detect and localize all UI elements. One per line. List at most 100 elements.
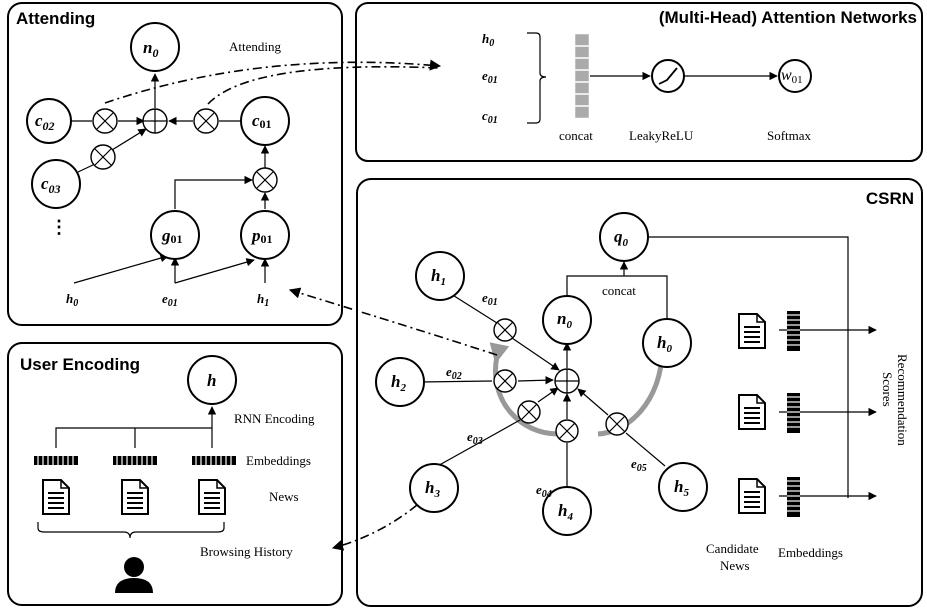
csrn-diagram: h1 h2 h3 h4 h5 n0 h0 q0 concat e01 e02 e… (375, 212, 910, 573)
csrn-embeddings-label: Embeddings (778, 545, 843, 560)
node-p01 (240, 210, 290, 260)
document-icon (738, 394, 766, 430)
label-e01: e01 (162, 291, 178, 309)
document-icon (198, 479, 226, 515)
node-h1 (415, 251, 465, 301)
attention-diagram: h0 e01 c01 w01 concat LeakyReLU Softmax (482, 31, 812, 143)
embedding-bar-icon (112, 455, 158, 466)
label-w01: w01 (781, 67, 803, 86)
label-c03: c03 (41, 174, 61, 196)
node-n0 (542, 295, 592, 345)
label-h4: h4 (558, 501, 573, 523)
csrn-title: CSRN (866, 189, 914, 208)
node-h0 (642, 318, 692, 368)
label-h5: h5 (674, 477, 689, 499)
attn-label-c01: c01 (482, 108, 498, 126)
node-h3 (409, 463, 459, 513)
attn-label-h0: h0 (482, 31, 494, 49)
browsing-history-label: Browsing History (200, 544, 293, 559)
label-e03: e03 (467, 429, 483, 447)
node-w01 (778, 59, 812, 93)
dashed-arrow-to-attending (288, 287, 498, 356)
user-encoding-diagram: h RNN Encoding Embeddings News Browsing … (33, 355, 315, 593)
gray-arc-left (489, 342, 561, 437)
label-h0: h0 (657, 333, 672, 355)
vertical-dots: ⋮ (50, 217, 68, 237)
document-icon (42, 479, 70, 515)
node-c03 (31, 159, 81, 209)
node-c02 (26, 98, 72, 144)
embedding-bar-icon (191, 455, 237, 466)
circle-times-icon (193, 108, 219, 134)
user-icon (115, 557, 153, 593)
attending-label: Attending (229, 39, 281, 54)
document-icon (738, 478, 766, 514)
node-h (187, 355, 237, 405)
news-label: News (269, 489, 299, 504)
circle-times-icon (90, 144, 116, 170)
attention-networks-panel (355, 2, 923, 162)
node-h4 (542, 486, 592, 536)
embedding-bar-icon (786, 310, 801, 352)
label-e01: e01 (482, 290, 498, 308)
circle-times-icon (493, 318, 517, 342)
dashed-arrow-to-attention (104, 59, 442, 104)
circle-times-icon (605, 412, 629, 436)
node-n0 (130, 22, 180, 72)
label-c02: c02 (35, 111, 55, 133)
label-h0: h0 (66, 291, 78, 309)
circle-plus-icon (142, 108, 168, 134)
label-h1: h1 (257, 291, 269, 309)
attending-title: Attending (16, 9, 95, 28)
label-q0: q0 (614, 227, 629, 249)
csrn-panel (356, 178, 923, 607)
circle-times-icon (252, 167, 278, 193)
recommendation-scores-label: RecommendationScores (880, 354, 910, 446)
history-bracket (37, 522, 225, 539)
document-icon (738, 313, 766, 349)
label-c01: c01 (252, 111, 272, 131)
embedding-bar-icon (33, 455, 79, 466)
node-h5 (658, 462, 708, 512)
circle-times-icon (92, 108, 118, 134)
concat-label: concat (559, 128, 593, 143)
label-e05: e05 (631, 456, 647, 474)
leakyrelu-label: LeakyReLU (629, 128, 694, 143)
node-h2 (375, 357, 425, 407)
csrn-concat-label: concat (602, 283, 636, 298)
label-n0: n0 (557, 309, 572, 331)
label-h1: h1 (431, 266, 446, 288)
rnn-encoding-label: RNN Encoding (234, 411, 315, 426)
label-g01: g01 (161, 226, 183, 246)
gray-arc-right (597, 353, 665, 437)
concat-vector (574, 33, 590, 119)
label-h2: h2 (391, 372, 406, 394)
label-p01: p01 (250, 226, 273, 246)
node-g01 (150, 210, 200, 260)
label-h: h (207, 371, 216, 390)
embedding-bar-icon (786, 476, 801, 518)
softmax-label: Softmax (767, 128, 812, 143)
user-encoding-panel (7, 342, 343, 606)
circle-times-icon (555, 419, 579, 443)
leakyrelu-icon (651, 59, 685, 93)
circle-times-icon (493, 369, 517, 393)
dashed-arrow-to-attention-2 (207, 66, 441, 105)
label-n0: n0 (143, 38, 158, 60)
user-encoding-title: User Encoding (20, 355, 140, 374)
user-embeddings-label: Embeddings (246, 453, 311, 468)
document-icon (121, 479, 149, 515)
node-c01 (240, 96, 290, 146)
label-e02: e02 (446, 364, 462, 382)
circle-plus-icon (554, 368, 580, 394)
bracket (527, 32, 547, 124)
label-e04: e04 (536, 482, 552, 500)
embedding-bar-icon (786, 392, 801, 434)
attention-networks-title: (Multi-Head) Attention Networks (659, 8, 917, 27)
label-h3: h3 (425, 478, 440, 500)
attn-label-e01: e01 (482, 68, 498, 86)
circle-times-icon (517, 400, 541, 424)
attending-diagram: n0 Attending c02 c01 c03 g01 p01 ⋮ h0 e0… (26, 22, 290, 309)
